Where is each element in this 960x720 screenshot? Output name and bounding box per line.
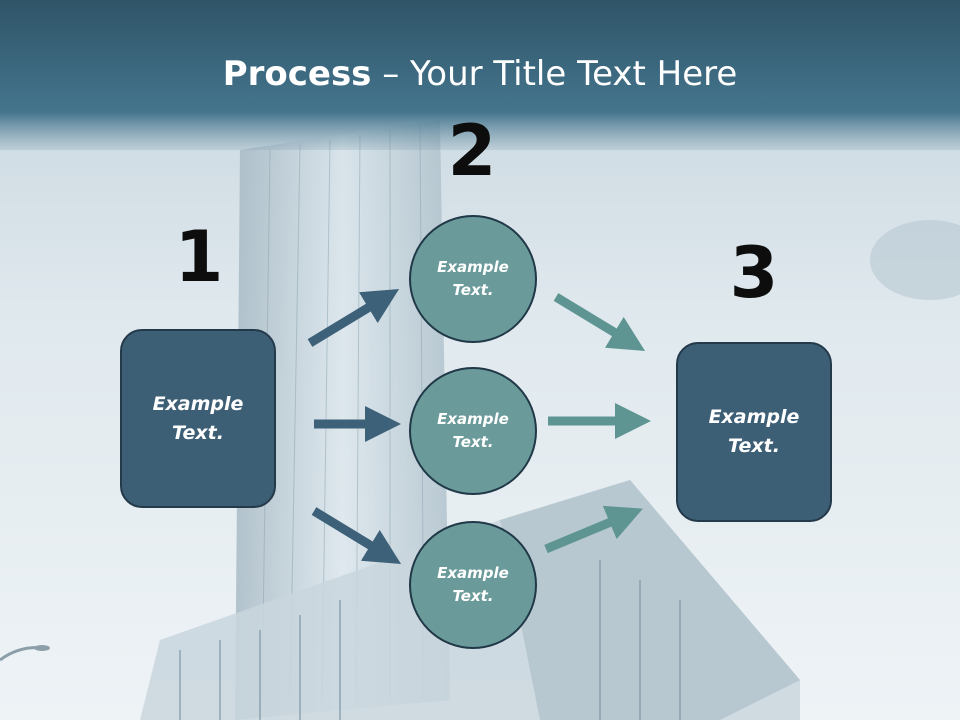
- step-2-circle-top: Example Text.: [409, 215, 537, 343]
- slide-title: Process – Your Title Text Here: [0, 52, 960, 96]
- title-band: [0, 0, 960, 150]
- step-3-text: Example Text.: [708, 406, 800, 457]
- arrow-2a-to-3: [553, 293, 646, 351]
- title-rest: – Your Title Text Here: [371, 54, 738, 94]
- step-2-circle-bottom-text: Example Text.: [437, 564, 509, 605]
- step-number-1: 1: [174, 216, 224, 298]
- arrow-1-to-2a: [307, 289, 400, 347]
- step-1-box: Example Text.: [120, 329, 276, 508]
- step-2-circle-top-text: Example Text.: [437, 258, 509, 299]
- step-2-circle-bottom: Example Text.: [409, 521, 537, 649]
- arrow-1-to-2c: [311, 507, 402, 565]
- step-2-circle-middle: Example Text.: [409, 367, 537, 495]
- title-strong: Process: [222, 54, 372, 94]
- step-number-2: 2: [447, 110, 497, 192]
- step-number-3: 3: [729, 232, 779, 314]
- arrow-2c-to-3: [544, 505, 643, 554]
- step-1-text: Example Text.: [152, 392, 244, 444]
- step-2-circle-middle-text: Example Text.: [437, 410, 509, 451]
- step-3-box: Example Text.: [676, 342, 832, 522]
